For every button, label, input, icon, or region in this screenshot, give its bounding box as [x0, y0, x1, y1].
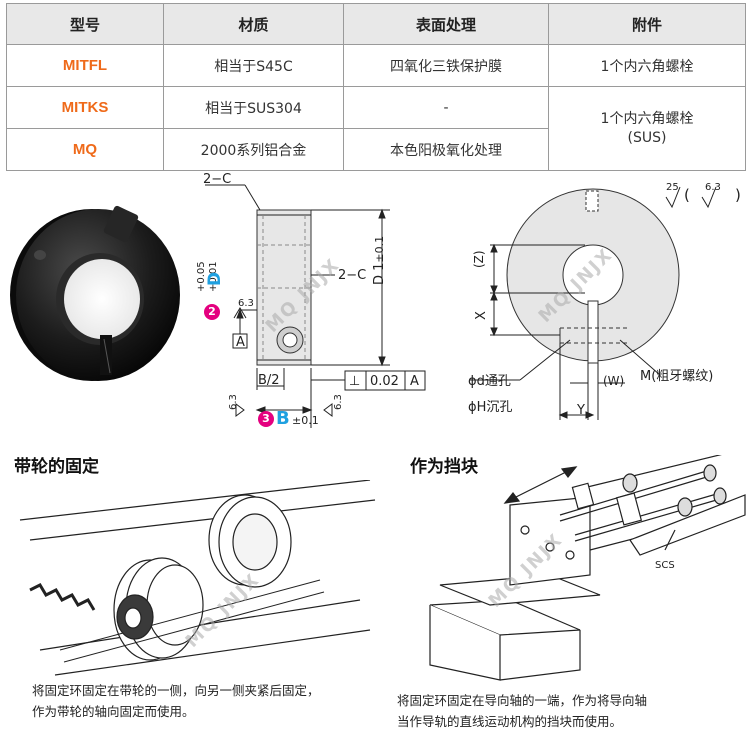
y-label: Y [577, 403, 585, 418]
scs-label: SCS [655, 560, 675, 571]
accessory-line-2: (SUS) [627, 129, 667, 146]
surface-63-label: 6.3 [705, 182, 721, 193]
paren-close: ) [735, 186, 741, 204]
b-tolerance: ±0.1 [292, 414, 319, 427]
stopper-caption-line-1: 将固定环固定在导向轴的一端，作为将导向轴 [397, 693, 648, 708]
d1-label: D 1±0.1 [372, 236, 387, 285]
model-cell: MQ [6, 128, 164, 171]
header-model: 型号 [6, 3, 164, 45]
perp-datum: A [410, 374, 419, 389]
header-surface: 表面处理 [343, 3, 549, 45]
material-cell: 2000系列铝合金 [163, 128, 344, 171]
badge-3: 3 [258, 411, 274, 427]
d1-text: D 1 [372, 262, 387, 285]
front-view-drawing [470, 186, 717, 420]
pulley-caption: 将固定环固定在带轮的一侧，向另一侧夹紧后固定， 作为带轮的轴向固定而使用。 [32, 680, 320, 722]
roughness-b-right: 6.3 [333, 394, 344, 410]
phid-label: ϕd通孔 [468, 374, 511, 389]
d1-tolerance: ±0.1 [373, 235, 386, 263]
stopper-caption: 将固定环固定在导向轴的一端，作为将导向轴 当作导轨的直线运动机构的挡块而使用。 [397, 690, 647, 732]
model-cell: MITKS [6, 86, 164, 129]
perp-symbol: ⊥ [349, 374, 361, 389]
chamfer-side-label: 2−C [338, 268, 367, 283]
spec-table: 型号 材质 表面处理 附件 MITFL 相当于S45C 四氧化三铁保护膜 1个内… [6, 3, 746, 171]
header-accessory: 附件 [548, 3, 746, 45]
paren-open: ( [684, 186, 690, 204]
perp-value: 0.02 [370, 374, 399, 389]
d-letter: D [205, 271, 225, 286]
datum-a-label: A [236, 335, 245, 350]
b-letter: B [276, 408, 290, 429]
table-header-row: 型号 材质 表面处理 附件 [6, 3, 746, 45]
stopper-illustration [429, 455, 746, 681]
header-material: 材质 [163, 3, 344, 45]
model-cell: MITFL [6, 44, 164, 87]
badge-2: 2 [204, 304, 220, 320]
accessory-cell: 1个内六角螺栓 [548, 44, 746, 87]
material-cell: 相当于S45C [163, 44, 344, 87]
surface-cell: 四氧化三铁保护膜 [343, 44, 549, 87]
shaft-collar-photo [10, 205, 180, 381]
half-b-label: B/2 [258, 373, 280, 388]
material-cell: 相当于SUS304 [163, 86, 344, 129]
surface-cell: 本色阳极氧化处理 [343, 128, 549, 171]
thread-label: M(粗牙螺纹) [640, 369, 714, 384]
phih-label: ϕH沉孔 [468, 400, 513, 415]
pulley-illustration [19, 480, 376, 676]
table-row: MITFL 相当于S45C 四氧化三铁保护膜 1个内六角螺栓 [6, 44, 746, 87]
table-row: MQ 2000系列铝合金 本色阳极氧化处理 [6, 128, 746, 171]
surface-25-label: 25 [666, 182, 679, 193]
z-label: (Z) [472, 250, 486, 268]
side-view-drawing [205, 184, 426, 428]
roughness-b-left: 6.3 [228, 394, 239, 410]
table-row: MITKS 相当于SUS304 - 1个内六角螺栓 (SUS) [6, 86, 746, 171]
chamfer-top-label: 2−C [203, 172, 232, 187]
accessory-cell-merged: 1个内六角螺栓 (SUS) [548, 86, 746, 171]
surface-cell: - [343, 86, 549, 129]
stopper-caption-line-2: 当作导轨的直线运动机构的挡块而使用。 [397, 714, 623, 729]
pulley-caption-line-1: 将固定环固定在带轮的一侧，向另一侧夹紧后固定， [32, 683, 320, 698]
x-label: X [474, 311, 489, 320]
stopper-title: 作为挡块 [410, 457, 478, 477]
pulley-caption-line-2: 作为带轮的轴向固定而使用。 [32, 704, 195, 719]
w-label: (W) [603, 374, 625, 388]
accessory-line-1: 1个内六角螺栓 [600, 110, 694, 127]
pulley-title: 带轮的固定 [14, 457, 99, 477]
roughness-a-label: 6.3 [238, 298, 254, 309]
